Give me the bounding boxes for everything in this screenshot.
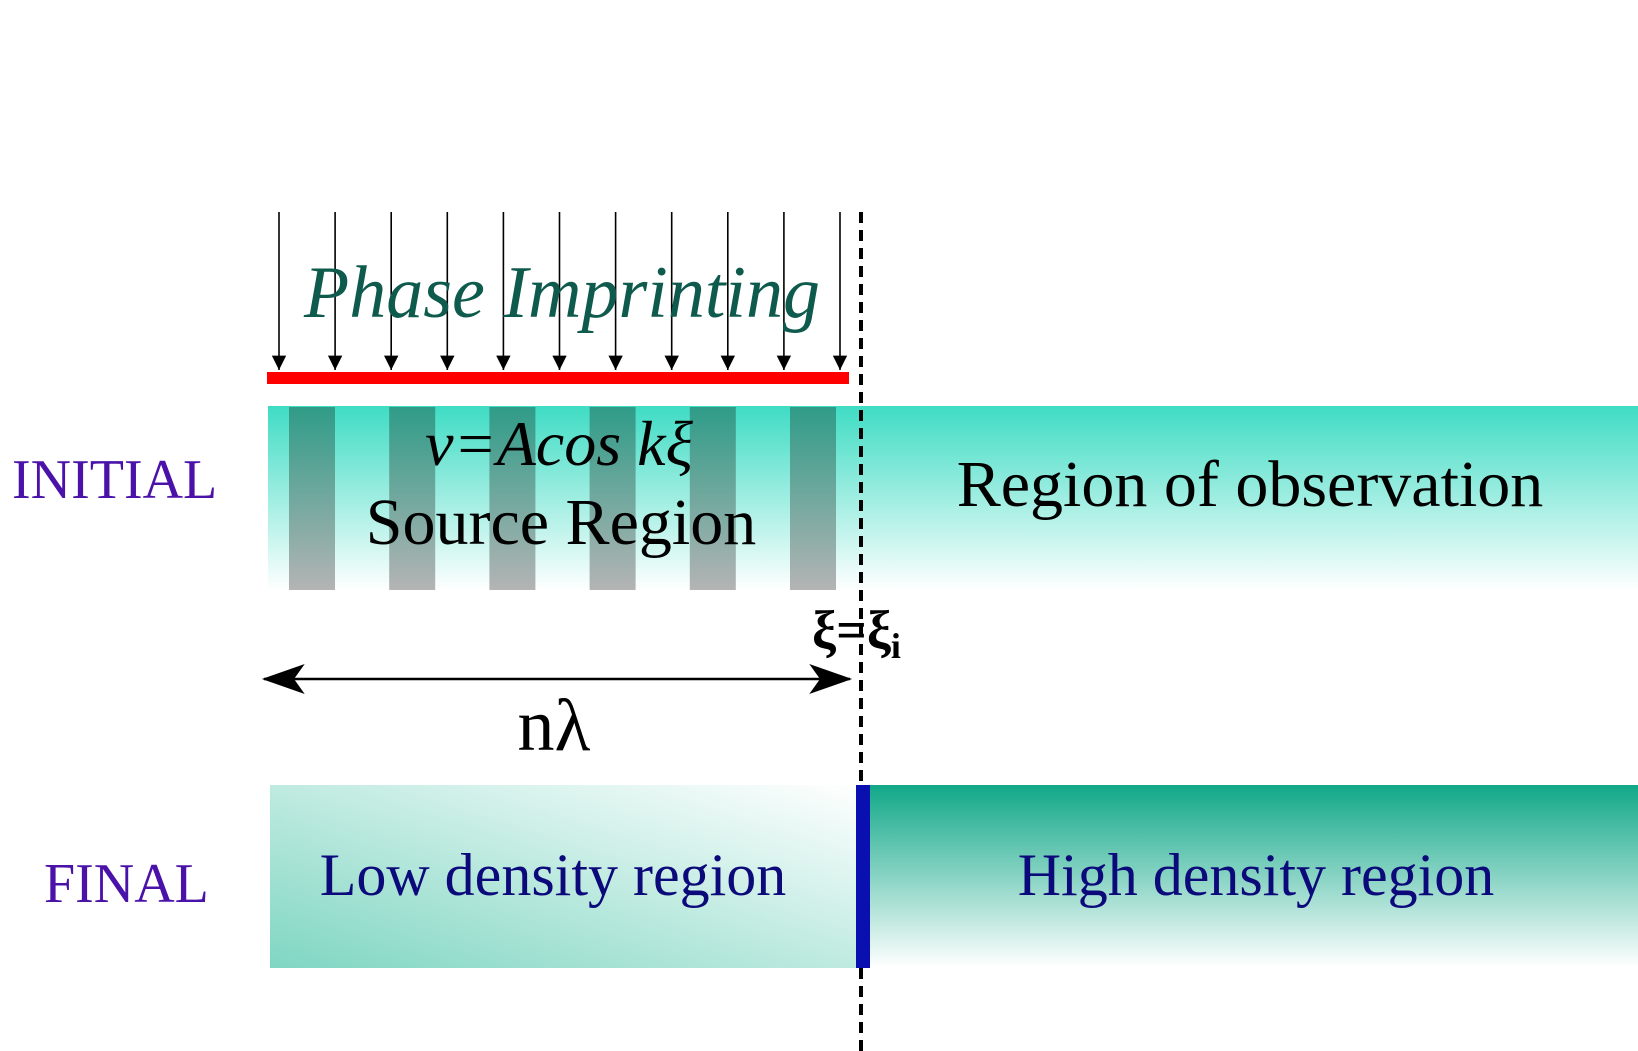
low-density-label: Low density region: [320, 842, 787, 908]
high-density-label: High density region: [1018, 842, 1495, 908]
source-stripe: [790, 407, 836, 590]
formula-label: v=Acos kξ: [425, 408, 693, 479]
initial-observation-band: [866, 406, 1638, 591]
source-region-label: Source Region: [366, 486, 756, 559]
source-stripe: [389, 407, 436, 590]
interface-bar: [856, 785, 870, 968]
final-label: FINAL: [44, 853, 209, 915]
initial-label: INITIAL: [12, 449, 217, 511]
final-low-density-band: [270, 785, 860, 968]
observation-region-label: Region of observation: [957, 448, 1544, 521]
source-stripe: [689, 407, 736, 590]
source-stripe: [589, 407, 636, 590]
length-label: nλ: [518, 685, 591, 767]
phase-imprinting-label: Phase Imprinting: [303, 252, 820, 334]
imprint-bar: [267, 372, 849, 384]
boundary-label: ξ=ξi: [812, 600, 901, 666]
source-stripe: [289, 407, 335, 590]
source-stripe: [489, 407, 536, 590]
source-stripes: [289, 407, 836, 590]
initial-source-band: [268, 406, 866, 591]
imprint-arrows: [271, 212, 848, 370]
final-high-density-band: [868, 785, 1638, 968]
